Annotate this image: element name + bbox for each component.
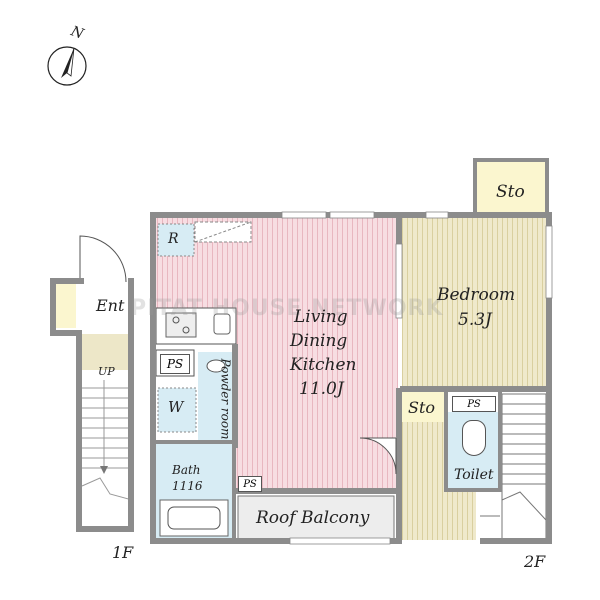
- bedroom-area: [402, 218, 546, 386]
- bedroom-size: 5.3J: [458, 310, 492, 330]
- entrance-label: Ent: [96, 296, 125, 315]
- ps-toilet-label: PS: [452, 396, 496, 412]
- ps-left-label: PS: [160, 354, 190, 374]
- bedroom-label: Bedroom: [437, 285, 516, 305]
- ldk-size: 11.0J: [299, 379, 344, 399]
- storage-top-area: [476, 160, 546, 218]
- stairs-up-label: UP: [98, 365, 115, 378]
- second-floor: [150, 158, 553, 545]
- bath-label: Bath: [172, 463, 201, 477]
- bath-size: 1116: [172, 479, 203, 493]
- roof-balcony-label: Roof Balcony: [256, 508, 370, 528]
- floor-1f-label: 1F: [112, 543, 134, 562]
- refrigerator-label: R: [168, 231, 179, 247]
- toilet-label: Toilet: [454, 467, 494, 483]
- ldk-label-kitchen: Kitchen: [290, 355, 357, 375]
- first-floor: [50, 235, 134, 532]
- ldk-label-dining: Dining: [290, 331, 348, 351]
- toilet-icon: [462, 420, 486, 456]
- floor-2f-label: 2F: [524, 552, 546, 571]
- powder-room-label: Powder room: [218, 358, 233, 440]
- storage-mid-area: [402, 392, 444, 422]
- washer-label: W: [168, 398, 184, 416]
- storage-top-label: Sto: [496, 182, 525, 202]
- ldk-area: [236, 218, 398, 490]
- roof-balcony-area: [237, 495, 395, 541]
- ldk-label-living: Living: [294, 307, 348, 327]
- ps-bath-label: PS: [238, 476, 262, 492]
- storage-mid-label: Sto: [408, 398, 436, 417]
- compass-icon: [47, 46, 87, 86]
- watermark: PITAT HOUSE NETWORK: [130, 296, 444, 321]
